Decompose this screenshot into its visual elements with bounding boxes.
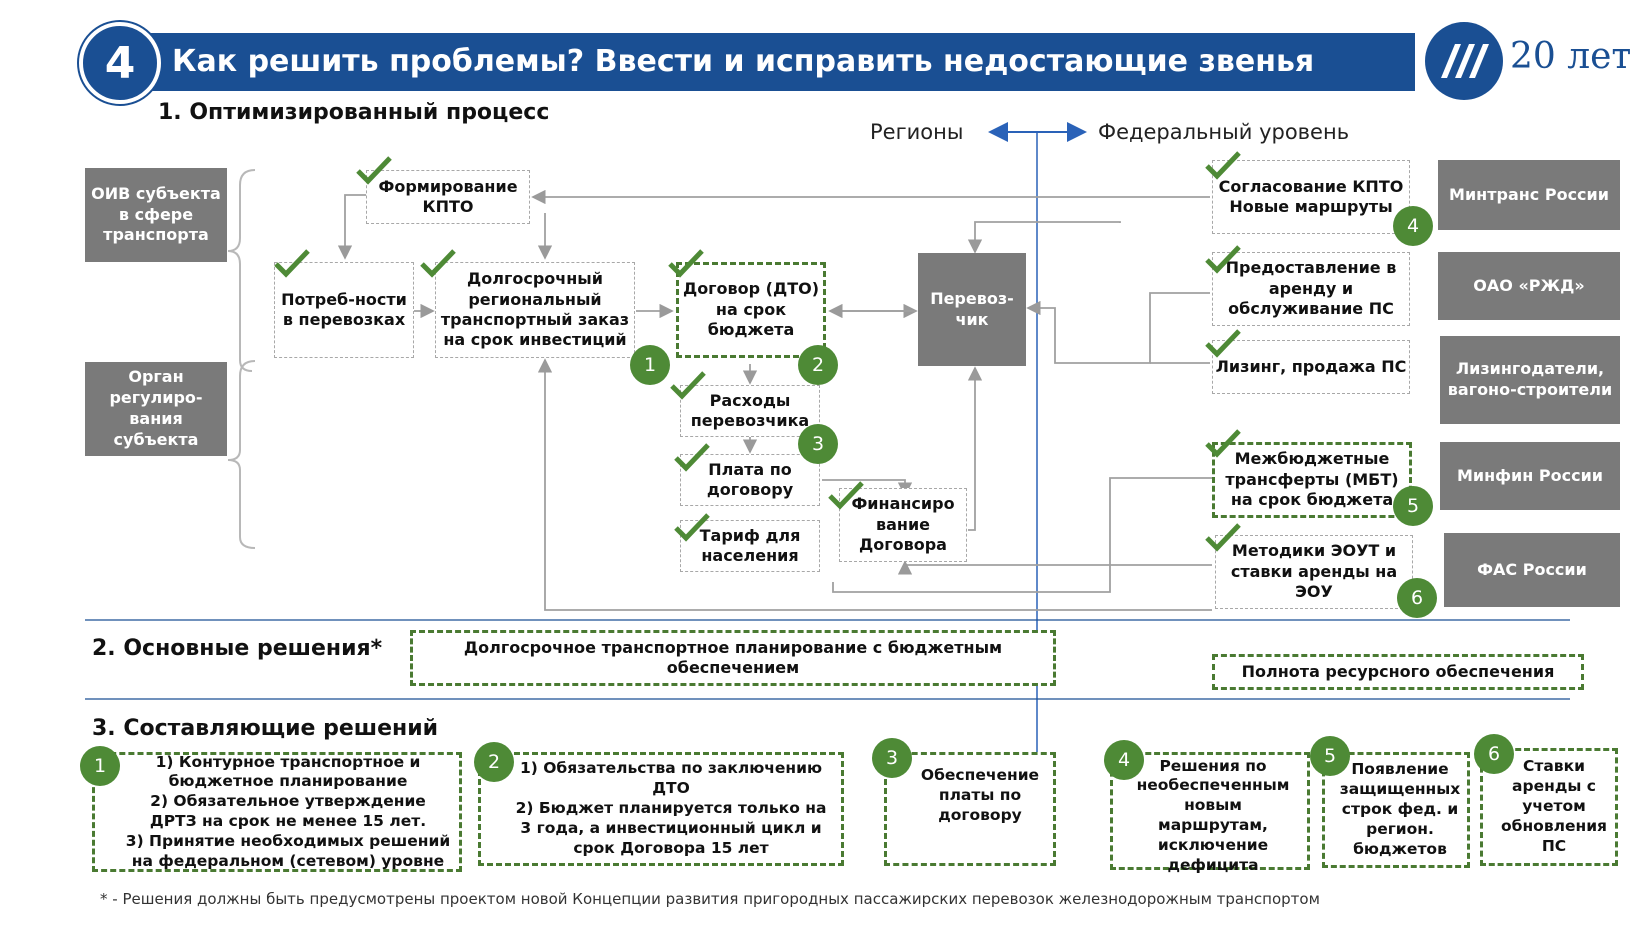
marker-5: 5 bbox=[1393, 486, 1433, 526]
process-payment: Плата по договору bbox=[680, 454, 820, 506]
check-icon bbox=[674, 442, 710, 472]
component-4-number: 4 bbox=[1104, 740, 1144, 780]
check-icon bbox=[356, 155, 392, 185]
component-1-number: 1 bbox=[80, 746, 120, 786]
marker-2: 2 bbox=[798, 345, 838, 385]
solution-planning: Долгосрочное транспортное планирование с… bbox=[410, 630, 1056, 686]
section3-title: 3. Составляющие решений bbox=[92, 716, 439, 741]
federal-transfers: Межбюджетные трансферты (МБТ) на срок бю… bbox=[1212, 442, 1412, 518]
federal-leasing: Лизинг, продажа ПС bbox=[1212, 340, 1410, 394]
component-2-number: 2 bbox=[474, 742, 514, 782]
marker-4: 4 bbox=[1393, 206, 1433, 246]
logo-text: 20 лет bbox=[1510, 36, 1632, 77]
component-5-number: 5 bbox=[1310, 736, 1350, 776]
process-financing: Финансиро вание Договора bbox=[839, 488, 967, 562]
process-contract: Договор (ДТО) на срок бюджета bbox=[676, 262, 826, 358]
component-3: Обеспечение платы по договору bbox=[884, 752, 1056, 866]
actor-fas: ФАС России bbox=[1444, 533, 1620, 607]
check-icon bbox=[1205, 522, 1241, 552]
check-icon bbox=[1205, 428, 1241, 458]
check-icon bbox=[668, 248, 704, 278]
marker-6: 6 bbox=[1397, 578, 1437, 618]
check-icon bbox=[274, 248, 310, 278]
process-tariff: Тариф для населения bbox=[680, 520, 820, 572]
logo-icon bbox=[1425, 22, 1503, 100]
actor-rzd: ОАО «РЖД» bbox=[1438, 252, 1620, 320]
process-order: Долгосрочный региональный транспортный з… bbox=[435, 262, 635, 358]
section2-title: 2. Основные решения* bbox=[92, 636, 383, 661]
check-icon bbox=[420, 248, 456, 278]
check-icon bbox=[1205, 150, 1241, 180]
process-carrier: Перевоз-чик bbox=[918, 253, 1026, 366]
footnote: * - Решения должны быть предусмотрены пр… bbox=[100, 890, 1320, 908]
federal-methods: Методики ЭОУТ и ставки аренды на ЭОУ bbox=[1215, 535, 1413, 609]
process-kpto: Формирование КПТО bbox=[366, 170, 530, 224]
actor-oiv-transport: ОИВ субъекта в сфере транспорта bbox=[85, 168, 227, 262]
actor-minfin: Минфин России bbox=[1440, 442, 1620, 510]
component-6-number: 6 bbox=[1474, 734, 1514, 774]
section1-title: 1. Оптимизированный процесс bbox=[158, 100, 550, 125]
check-icon bbox=[828, 480, 864, 510]
header-bar bbox=[150, 33, 1415, 91]
federal-kpto-approval: Согласование КПТО Новые маршруты bbox=[1212, 160, 1410, 234]
actor-lessors: Лизингодатели, вагоно-строители bbox=[1440, 336, 1620, 424]
check-icon bbox=[1205, 244, 1241, 274]
actor-regulation-body: Орган регулиро-вания субъекта bbox=[85, 362, 227, 456]
component-4: Решения по необеспеченным новым маршрута… bbox=[1110, 752, 1310, 874]
check-icon bbox=[670, 370, 706, 400]
component-5: Появление защищенных строк фед. и регион… bbox=[1322, 752, 1470, 868]
federal-rolling-stock: Предоставление в аренду и обслуживание П… bbox=[1212, 252, 1410, 326]
actor-mintrans: Минтранс России bbox=[1438, 160, 1620, 230]
component-1: 1) Контурное транспортное и бюджетное пл… bbox=[92, 752, 462, 872]
page-title: Как решить проблемы? Ввести и исправить … bbox=[172, 44, 1315, 79]
process-costs: Расходы перевозчика bbox=[680, 385, 820, 437]
check-icon bbox=[1205, 328, 1241, 358]
component-2: 1) Обязательства по заключению ДТО 2) Бю… bbox=[478, 752, 844, 866]
marker-1: 1 bbox=[630, 345, 670, 385]
solution-resources: Полнота ресурсного обеспечения bbox=[1212, 654, 1584, 690]
section-number-badge: 4 bbox=[79, 22, 161, 104]
check-icon bbox=[674, 512, 710, 542]
federal-label: Федеральный уровень bbox=[1098, 120, 1350, 144]
component-3-number: 3 bbox=[872, 738, 912, 778]
regions-label: Регионы bbox=[870, 120, 964, 144]
marker-3: 3 bbox=[798, 424, 838, 464]
process-needs: Потреб-ности в перевозках bbox=[274, 262, 414, 358]
